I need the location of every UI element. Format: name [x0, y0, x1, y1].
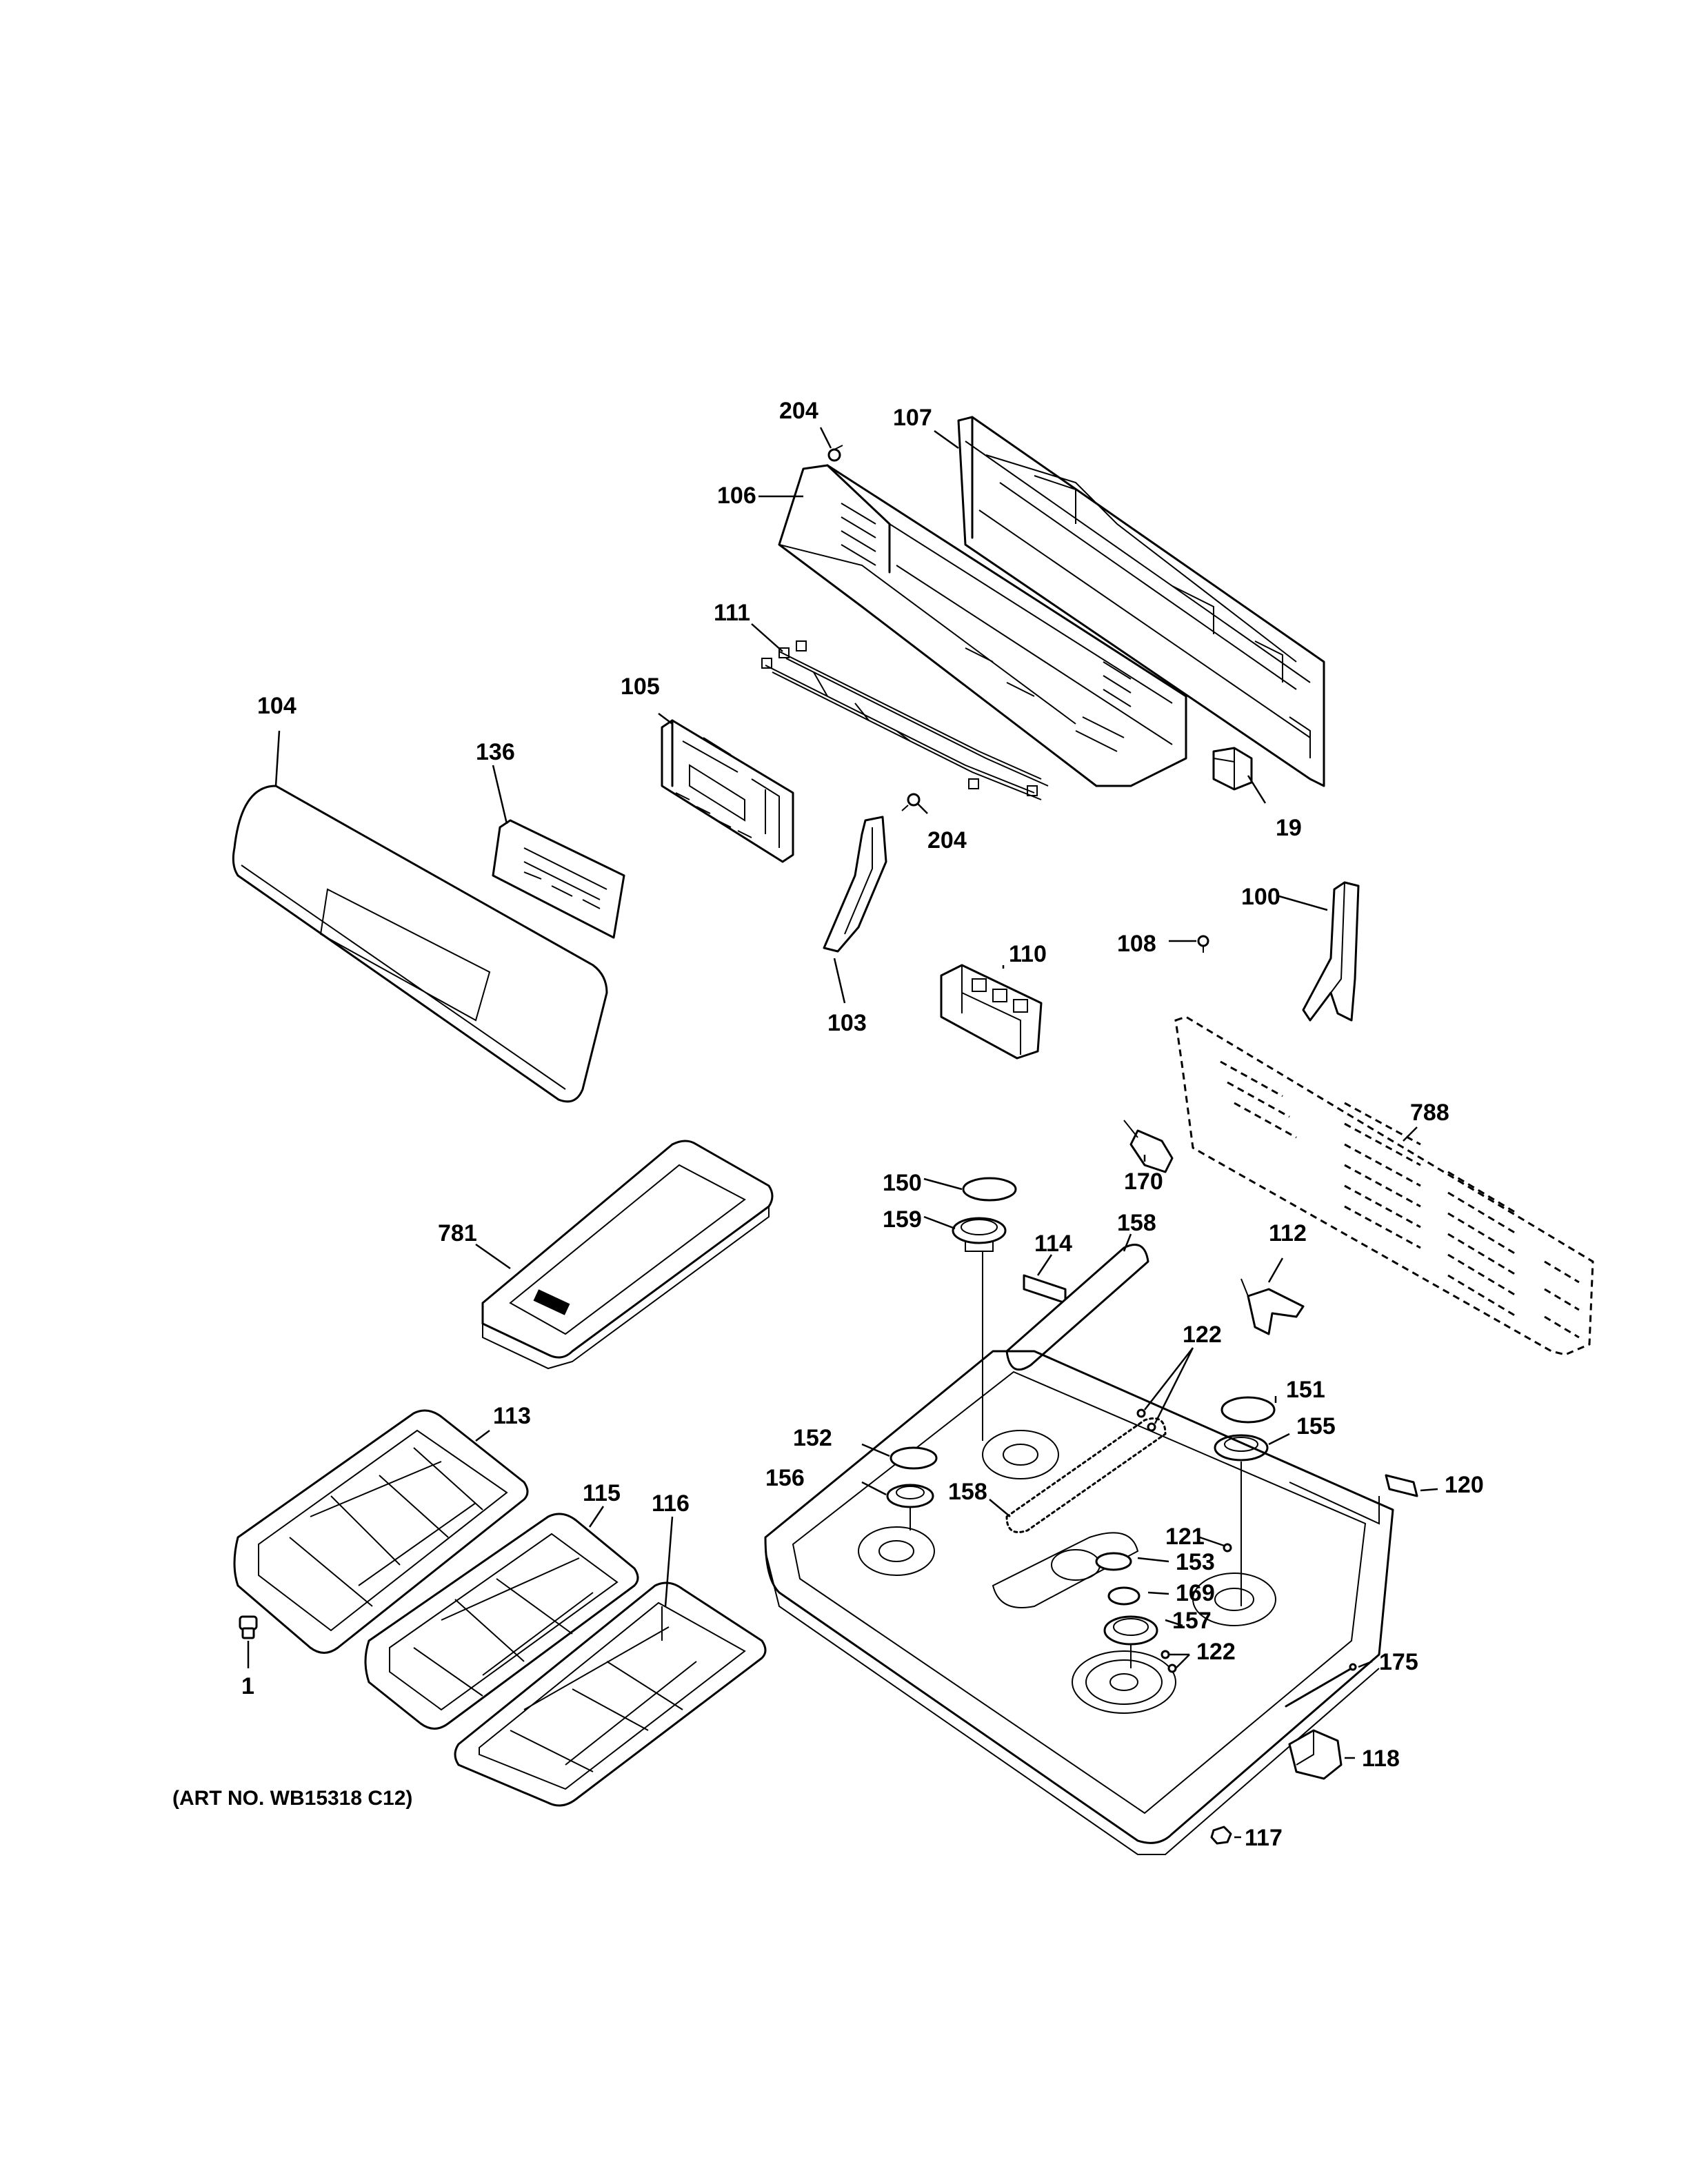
part-107-rear-panel	[957, 416, 1325, 787]
part-121-screw	[1223, 1543, 1232, 1553]
part-122-screws-top	[1136, 1408, 1156, 1432]
callout-122: 122	[1196, 1639, 1236, 1665]
callout-150: 150	[883, 1170, 922, 1196]
callout-204: 204	[927, 827, 967, 853]
callout-115: 115	[583, 1480, 621, 1506]
callout-788: 788	[1410, 1100, 1449, 1126]
callout-155: 155	[1296, 1413, 1336, 1439]
callout-136: 136	[476, 739, 515, 765]
part-204-screw-top	[827, 445, 843, 462]
part-118-bracket	[1288, 1729, 1343, 1780]
callout-100: 100	[1241, 884, 1280, 910]
callout-118: 118	[1362, 1746, 1400, 1772]
callout-19: 19	[1276, 815, 1302, 841]
callout-157: 157	[1172, 1608, 1212, 1634]
part-170-screw	[1123, 1120, 1174, 1173]
part-105-control-board	[661, 719, 794, 863]
part-1-foot	[239, 1615, 258, 1639]
callout-117: 117	[1245, 1825, 1283, 1851]
part-110-relay	[940, 964, 1043, 1060]
part-159-burner-head	[952, 1217, 1007, 1441]
callout-104: 104	[257, 693, 297, 719]
callout-152: 152	[793, 1425, 832, 1451]
callout-781: 781	[438, 1220, 477, 1246]
part-788-insulation	[1174, 1015, 1594, 1356]
leader-lines	[247, 427, 1438, 1839]
callout-114: 114	[1034, 1231, 1072, 1257]
part-151-burner-cap	[1220, 1396, 1276, 1424]
part-157-burner-head	[1103, 1615, 1158, 1668]
callout-159: 159	[883, 1206, 922, 1233]
part-169-ring	[1107, 1586, 1141, 1606]
callout-110: 110	[1009, 941, 1047, 967]
part-113-grate	[233, 1409, 529, 1654]
part-19-terminal	[1212, 747, 1253, 791]
part-136-keypad-overlay	[492, 819, 625, 939]
callout-106: 106	[717, 483, 756, 509]
callout-204: 204	[779, 398, 818, 424]
part-112-ignition-switch	[1240, 1278, 1305, 1335]
part-104-control-panel	[232, 785, 608, 1103]
part-153-burner-cap	[1095, 1552, 1132, 1571]
part-116-grate	[454, 1581, 767, 1807]
part-152-burner-cap	[890, 1446, 938, 1470]
callout-170: 170	[1124, 1169, 1163, 1195]
callout-105: 105	[621, 674, 660, 700]
callout-151: 151	[1286, 1377, 1325, 1403]
part-120-bracket	[1385, 1474, 1418, 1497]
part-106-backguard	[778, 464, 1187, 787]
callout-175: 175	[1379, 1649, 1418, 1675]
callout-169: 169	[1176, 1580, 1215, 1606]
callout-158: 158	[1117, 1210, 1156, 1236]
callout-153: 153	[1176, 1549, 1215, 1575]
part-175-rod	[1285, 1663, 1357, 1708]
callout-1: 1	[241, 1673, 254, 1699]
part-111-wire-harness	[761, 640, 1049, 800]
part-158-gasket-top	[1005, 1244, 1149, 1371]
part-114-bracket	[1023, 1274, 1067, 1304]
callout-116: 116	[652, 1490, 690, 1517]
callout-108: 108	[1117, 931, 1156, 957]
part-117-nut	[1210, 1826, 1232, 1845]
part-103-bracket	[823, 816, 887, 953]
callout-113: 113	[493, 1403, 531, 1429]
callout-122: 122	[1183, 1322, 1222, 1348]
part-781-griddle	[481, 1140, 774, 1370]
callout-103: 103	[827, 1010, 867, 1036]
art-number: (ART NO. WB15318 C12)	[172, 1787, 412, 1810]
callout-121: 121	[1165, 1524, 1205, 1550]
callout-111: 111	[714, 600, 750, 626]
cooktop	[764, 1350, 1394, 1855]
part-155-burner-head	[1214, 1434, 1269, 1606]
part-108-screw	[1197, 935, 1209, 953]
part-204-screw-mid	[901, 793, 921, 811]
callout-107: 107	[893, 405, 932, 431]
callout-156: 156	[765, 1465, 805, 1491]
callout-112: 112	[1269, 1220, 1307, 1246]
part-100-end-cap	[1302, 881, 1360, 1022]
part-150-burner-cap	[962, 1177, 1017, 1202]
callout-120: 120	[1445, 1472, 1484, 1498]
part-156-burner-head	[886, 1484, 934, 1530]
callout-158: 158	[948, 1479, 987, 1505]
part-158-gasket-bottom	[1005, 1417, 1167, 1533]
callout-labels: 204 107 106 111 105 204 19 104 136 103 1…	[172, 398, 1484, 1851]
part-115-grate	[364, 1513, 639, 1730]
